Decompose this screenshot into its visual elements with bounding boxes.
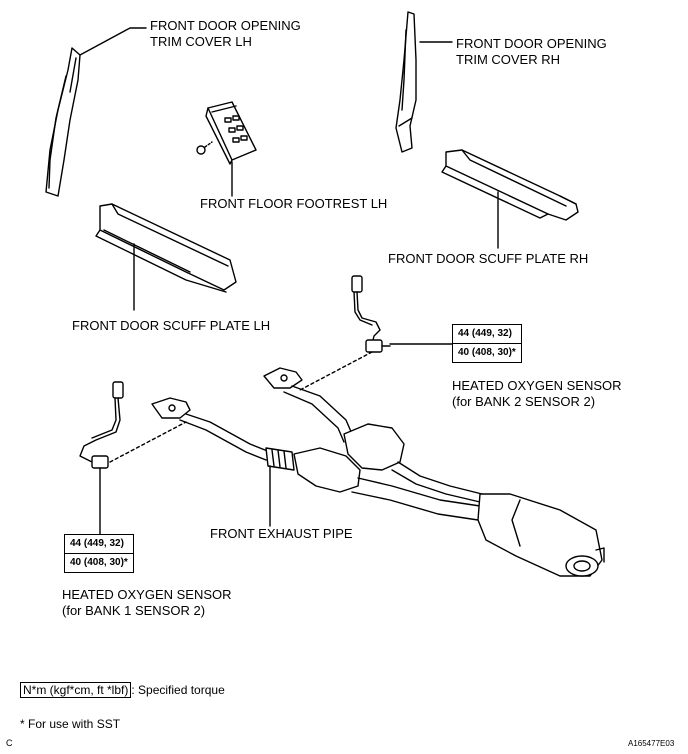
torque-bank2-value2: 40 (408, 30)* (453, 343, 521, 362)
legend-footnote: * For use with SST (20, 717, 121, 731)
label-trim-cover-rh: FRONT DOOR OPENING TRIM COVER RH (456, 36, 607, 68)
label-sensor-bank2-line2: (for BANK 2 SENSOR 2) (452, 394, 596, 409)
label-sensor-bank1-line2: (for BANK 1 SENSOR 2) (62, 603, 206, 618)
exhaust-pipe-part (151, 367, 605, 577)
label-sensor-bank1: HEATED OXYGEN SENSOR (for BANK 1 SENSOR … (62, 587, 232, 619)
label-footrest-lh: FRONT FLOOR FOOTREST LH (200, 196, 388, 211)
leader-trim-cover-lh (79, 27, 147, 56)
footrest-lh-part (196, 101, 257, 165)
label-sensor-bank2: HEATED OXYGEN SENSOR (for BANK 2 SENSOR … (452, 378, 622, 410)
oxygen-sensor-bank2-part (351, 275, 391, 353)
torque-bank2-value1: 44 (449, 32) (458, 328, 512, 339)
sensor-bank2-dashed (299, 351, 373, 391)
corner-code-left: C (6, 738, 13, 748)
torque-bank1-value2: 40 (408, 30)* (65, 553, 133, 572)
figure-id: A165477E03 (628, 739, 675, 748)
legend-unit-box: N*m (kgf*cm, ft *lbf) (20, 682, 132, 698)
scuff-plate-rh-part (441, 149, 579, 221)
torque-box-bank1: 44 (449, 32) 40 (408, 30)* (64, 534, 134, 573)
scuff-plate-lh-part (95, 203, 237, 293)
label-exhaust-pipe: FRONT EXHAUST PIPE (210, 526, 353, 541)
label-sensor-bank1-line1: HEATED OXYGEN SENSOR (62, 587, 232, 602)
oxygen-sensor-bank1-part (79, 381, 124, 535)
label-trim-cover-rh-line2: TRIM COVER RH (456, 52, 560, 67)
torque-bank1-value1: 44 (449, 32) (70, 538, 124, 549)
sensor-bank1-dashed (109, 421, 187, 463)
label-trim-cover-lh-line1: FRONT DOOR OPENING (150, 18, 301, 33)
label-sensor-bank2-line1: HEATED OXYGEN SENSOR (452, 378, 622, 393)
label-trim-cover-lh: FRONT DOOR OPENING TRIM COVER LH (150, 18, 301, 50)
legend-torque: N*m (kgf*cm, ft *lbf): Specified torque (20, 682, 225, 698)
label-trim-cover-rh-line1: FRONT DOOR OPENING (456, 36, 607, 51)
legend-unit-text: : Specified torque (131, 683, 225, 697)
label-trim-cover-lh-line2: TRIM COVER LH (150, 34, 252, 49)
label-scuff-plate-lh: FRONT DOOR SCUFF PLATE LH (72, 318, 271, 333)
label-scuff-plate-rh: FRONT DOOR SCUFF PLATE RH (388, 251, 589, 266)
trim-cover-rh-part (395, 11, 417, 153)
torque-box-bank2: 44 (449, 32) 40 (408, 30)* (452, 324, 522, 363)
trim-cover-lh-part (45, 47, 81, 197)
